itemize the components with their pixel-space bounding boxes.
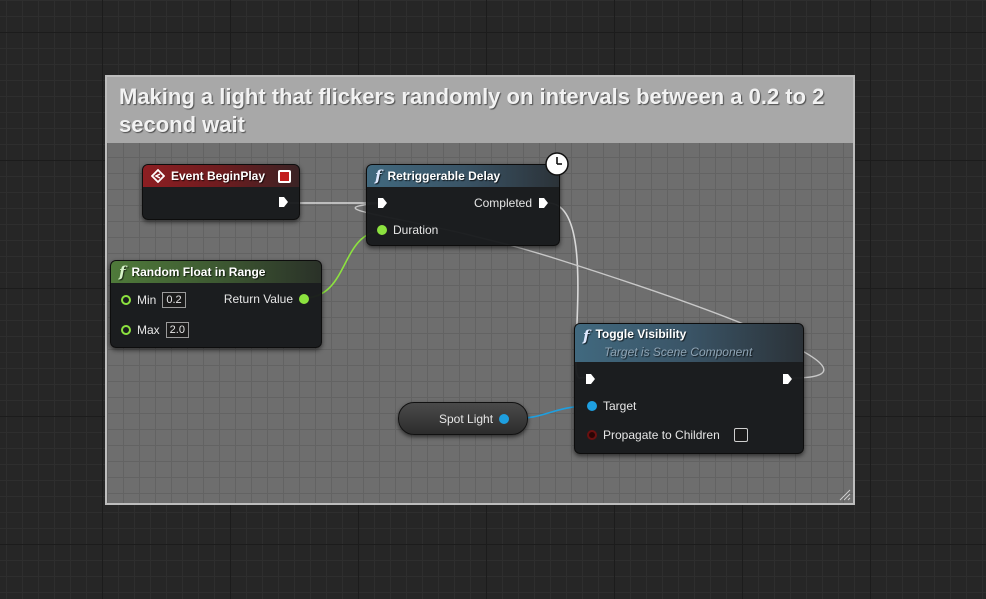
resize-grip-icon[interactable]: [839, 489, 851, 501]
max-value-input[interactable]: 2.0: [165, 322, 189, 338]
node-random-float-header[interactable]: f Random Float in Range: [111, 261, 321, 283]
node-event-beginplay[interactable]: Event BeginPlay: [142, 164, 300, 220]
function-icon: f: [119, 263, 126, 281]
node-title: Retriggerable Delay: [387, 169, 501, 183]
completed-label: Completed: [473, 196, 532, 210]
spot-light-label: Spot Light: [439, 412, 494, 426]
exec-input-pin-icon[interactable]: [585, 373, 596, 385]
exec-output-pin-icon[interactable]: [782, 373, 793, 385]
min-label: Min: [137, 293, 157, 307]
propagate-label: Propagate to Children: [603, 428, 720, 442]
node-spot-light-variable[interactable]: Spot Light: [398, 402, 528, 435]
completed-pin-row[interactable]: Completed: [474, 196, 549, 210]
target-pin-row[interactable]: Target: [587, 399, 636, 413]
float-input-pin-icon[interactable]: [121, 325, 131, 335]
clock-icon: [545, 152, 569, 176]
event-diamond-icon: [151, 169, 165, 183]
float-input-pin-icon[interactable]: [121, 295, 131, 305]
node-title: Event BeginPlay: [171, 169, 266, 183]
exec-out-pin-row[interactable]: [278, 196, 289, 208]
exec-in-pin-row[interactable]: [377, 197, 388, 209]
object-input-pin-icon[interactable]: [587, 401, 597, 411]
node-event-beginplay-header[interactable]: Event BeginPlay: [143, 165, 299, 187]
comment-title: Making a light that flickers randomly on…: [119, 84, 825, 137]
node-toggle-visibility[interactable]: f Toggle Visibility Target is Scene Comp…: [574, 323, 804, 454]
min-pin-row[interactable]: Min 0.2: [121, 292, 186, 308]
return-value-pin-row[interactable]: Return Value: [224, 292, 309, 306]
exec-out-pin-row[interactable]: [782, 373, 793, 385]
output-delegate-icon[interactable]: [278, 169, 291, 183]
node-toggle-visibility-header[interactable]: f Toggle Visibility Target is Scene Comp…: [575, 324, 803, 362]
spot-light-pin-row[interactable]: Spot Light: [439, 412, 510, 426]
duration-pin-row[interactable]: Duration: [377, 223, 438, 237]
target-label: Target: [603, 399, 637, 413]
function-icon: f: [583, 327, 590, 345]
exec-input-pin-icon[interactable]: [377, 197, 388, 209]
node-random-float-in-range[interactable]: f Random Float in Range Min 0.2 Max 2.0 …: [110, 260, 322, 348]
function-icon: f: [375, 167, 382, 185]
max-pin-row[interactable]: Max 2.0: [121, 322, 189, 338]
object-output-pin-icon[interactable]: [499, 414, 510, 424]
bool-input-pin-icon[interactable]: [587, 430, 597, 440]
exec-output-pin-icon[interactable]: [538, 197, 549, 209]
node-subtitle: Target is Scene Component: [604, 345, 753, 359]
duration-label: Duration: [393, 223, 439, 237]
float-output-pin-icon[interactable]: [299, 294, 309, 304]
node-delay-header[interactable]: f Retriggerable Delay: [367, 165, 559, 187]
max-label: Max: [137, 323, 160, 337]
propagate-pin-row[interactable]: Propagate to Children: [587, 428, 748, 442]
float-input-pin-icon[interactable]: [377, 225, 387, 235]
exec-output-pin-icon[interactable]: [278, 196, 289, 208]
exec-in-pin-row[interactable]: [585, 373, 596, 385]
comment-header[interactable]: Making a light that flickers randomly on…: [107, 77, 853, 143]
node-title: Random Float in Range: [131, 265, 266, 279]
propagate-checkbox[interactable]: [733, 428, 748, 442]
return-value-label: Return Value: [223, 292, 293, 306]
node-title: Toggle Visibility: [595, 327, 687, 341]
node-retriggerable-delay[interactable]: f Retriggerable Delay Completed Duration: [366, 164, 560, 246]
min-value-input[interactable]: 0.2: [162, 292, 186, 308]
